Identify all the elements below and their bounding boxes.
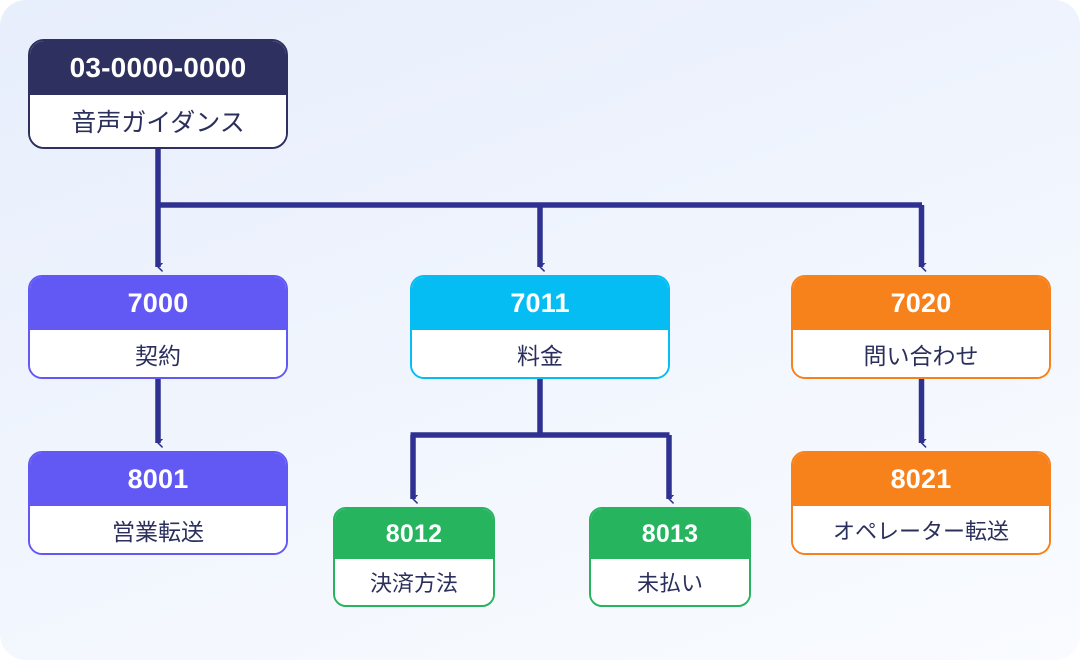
node-7000-label: 契約 (30, 330, 286, 377)
node-7020-code: 7020 (793, 277, 1049, 330)
node-8012-code: 8012 (335, 509, 493, 559)
node-root-code: 03-0000-0000 (30, 41, 286, 95)
node-8021-code: 8021 (793, 453, 1049, 506)
node-7000[interactable]: 7000 契約 (28, 275, 288, 379)
node-8012-label: 決済方法 (335, 559, 493, 605)
node-8001-label: 営業転送 (30, 506, 286, 553)
node-8001-code: 8001 (30, 453, 286, 506)
node-8001[interactable]: 8001 営業転送 (28, 451, 288, 555)
node-7020-label: 問い合わせ (793, 330, 1049, 377)
node-7011-code: 7011 (412, 277, 668, 330)
node-8013-code: 8013 (591, 509, 749, 559)
node-root[interactable]: 03-0000-0000 音声ガイダンス (28, 39, 288, 149)
node-8021-label: オペレーター転送 (793, 506, 1049, 553)
node-8013[interactable]: 8013 未払い (589, 507, 751, 607)
node-7000-code: 7000 (30, 277, 286, 330)
node-7011[interactable]: 7011 料金 (410, 275, 670, 379)
node-8013-label: 未払い (591, 559, 749, 605)
node-7011-label: 料金 (412, 330, 668, 377)
node-7020[interactable]: 7020 問い合わせ (791, 275, 1051, 379)
node-8012[interactable]: 8012 決済方法 (333, 507, 495, 607)
node-root-label: 音声ガイダンス (30, 95, 286, 147)
node-8021[interactable]: 8021 オペレーター転送 (791, 451, 1051, 555)
